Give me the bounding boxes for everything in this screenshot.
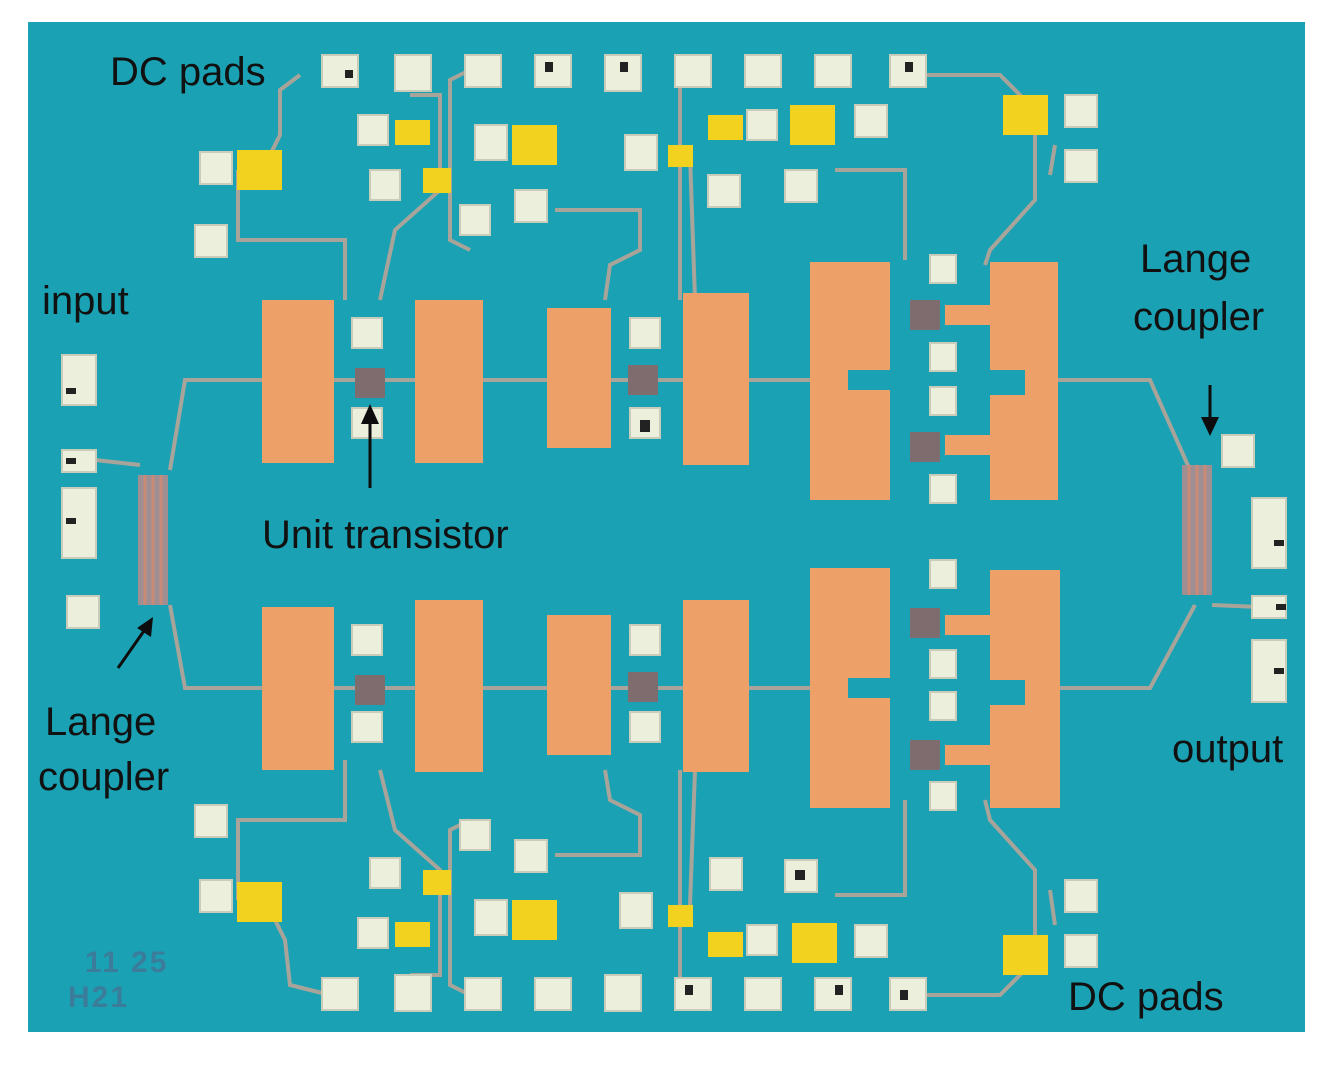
- lange-coupler-right: [1182, 465, 1261, 609]
- label-lange-coupler-right-line1: Lange: [1140, 237, 1251, 281]
- arrow-lange-left: [116, 627, 148, 669]
- die-substrate: [28, 22, 1305, 1032]
- transistors: [355, 300, 940, 770]
- chip-marking-line2: H21: [68, 981, 129, 1014]
- label-unit-transistor: Unit transistor: [262, 513, 509, 557]
- annotation-arrows: [116, 385, 1219, 669]
- label-output: output: [1172, 727, 1283, 771]
- matching-plates-top: [262, 262, 1058, 500]
- label-lange-coupler-right-line2: coupler: [1133, 295, 1264, 339]
- lange-coupler-left: [94, 458, 168, 605]
- label-lange-coupler-left-line1: Lange: [45, 700, 156, 744]
- arrow-unit-transistor-head: [361, 404, 379, 424]
- matching-plates-bottom: [262, 568, 1060, 808]
- label-input: input: [42, 279, 129, 323]
- arrow-lange-left-head: [137, 617, 153, 637]
- label-dc-pads-top: DC pads: [110, 50, 266, 94]
- label-lange-coupler-left-line2: coupler: [38, 755, 169, 799]
- label-dc-pads-bottom: DC pads: [1068, 975, 1224, 1019]
- pads: [61, 54, 1287, 1012]
- chip-marking-line1: 11 25: [85, 946, 168, 979]
- probe-marks: [66, 62, 1286, 1000]
- arrow-lange-right-head: [1201, 417, 1219, 436]
- capacitors: [237, 95, 1048, 975]
